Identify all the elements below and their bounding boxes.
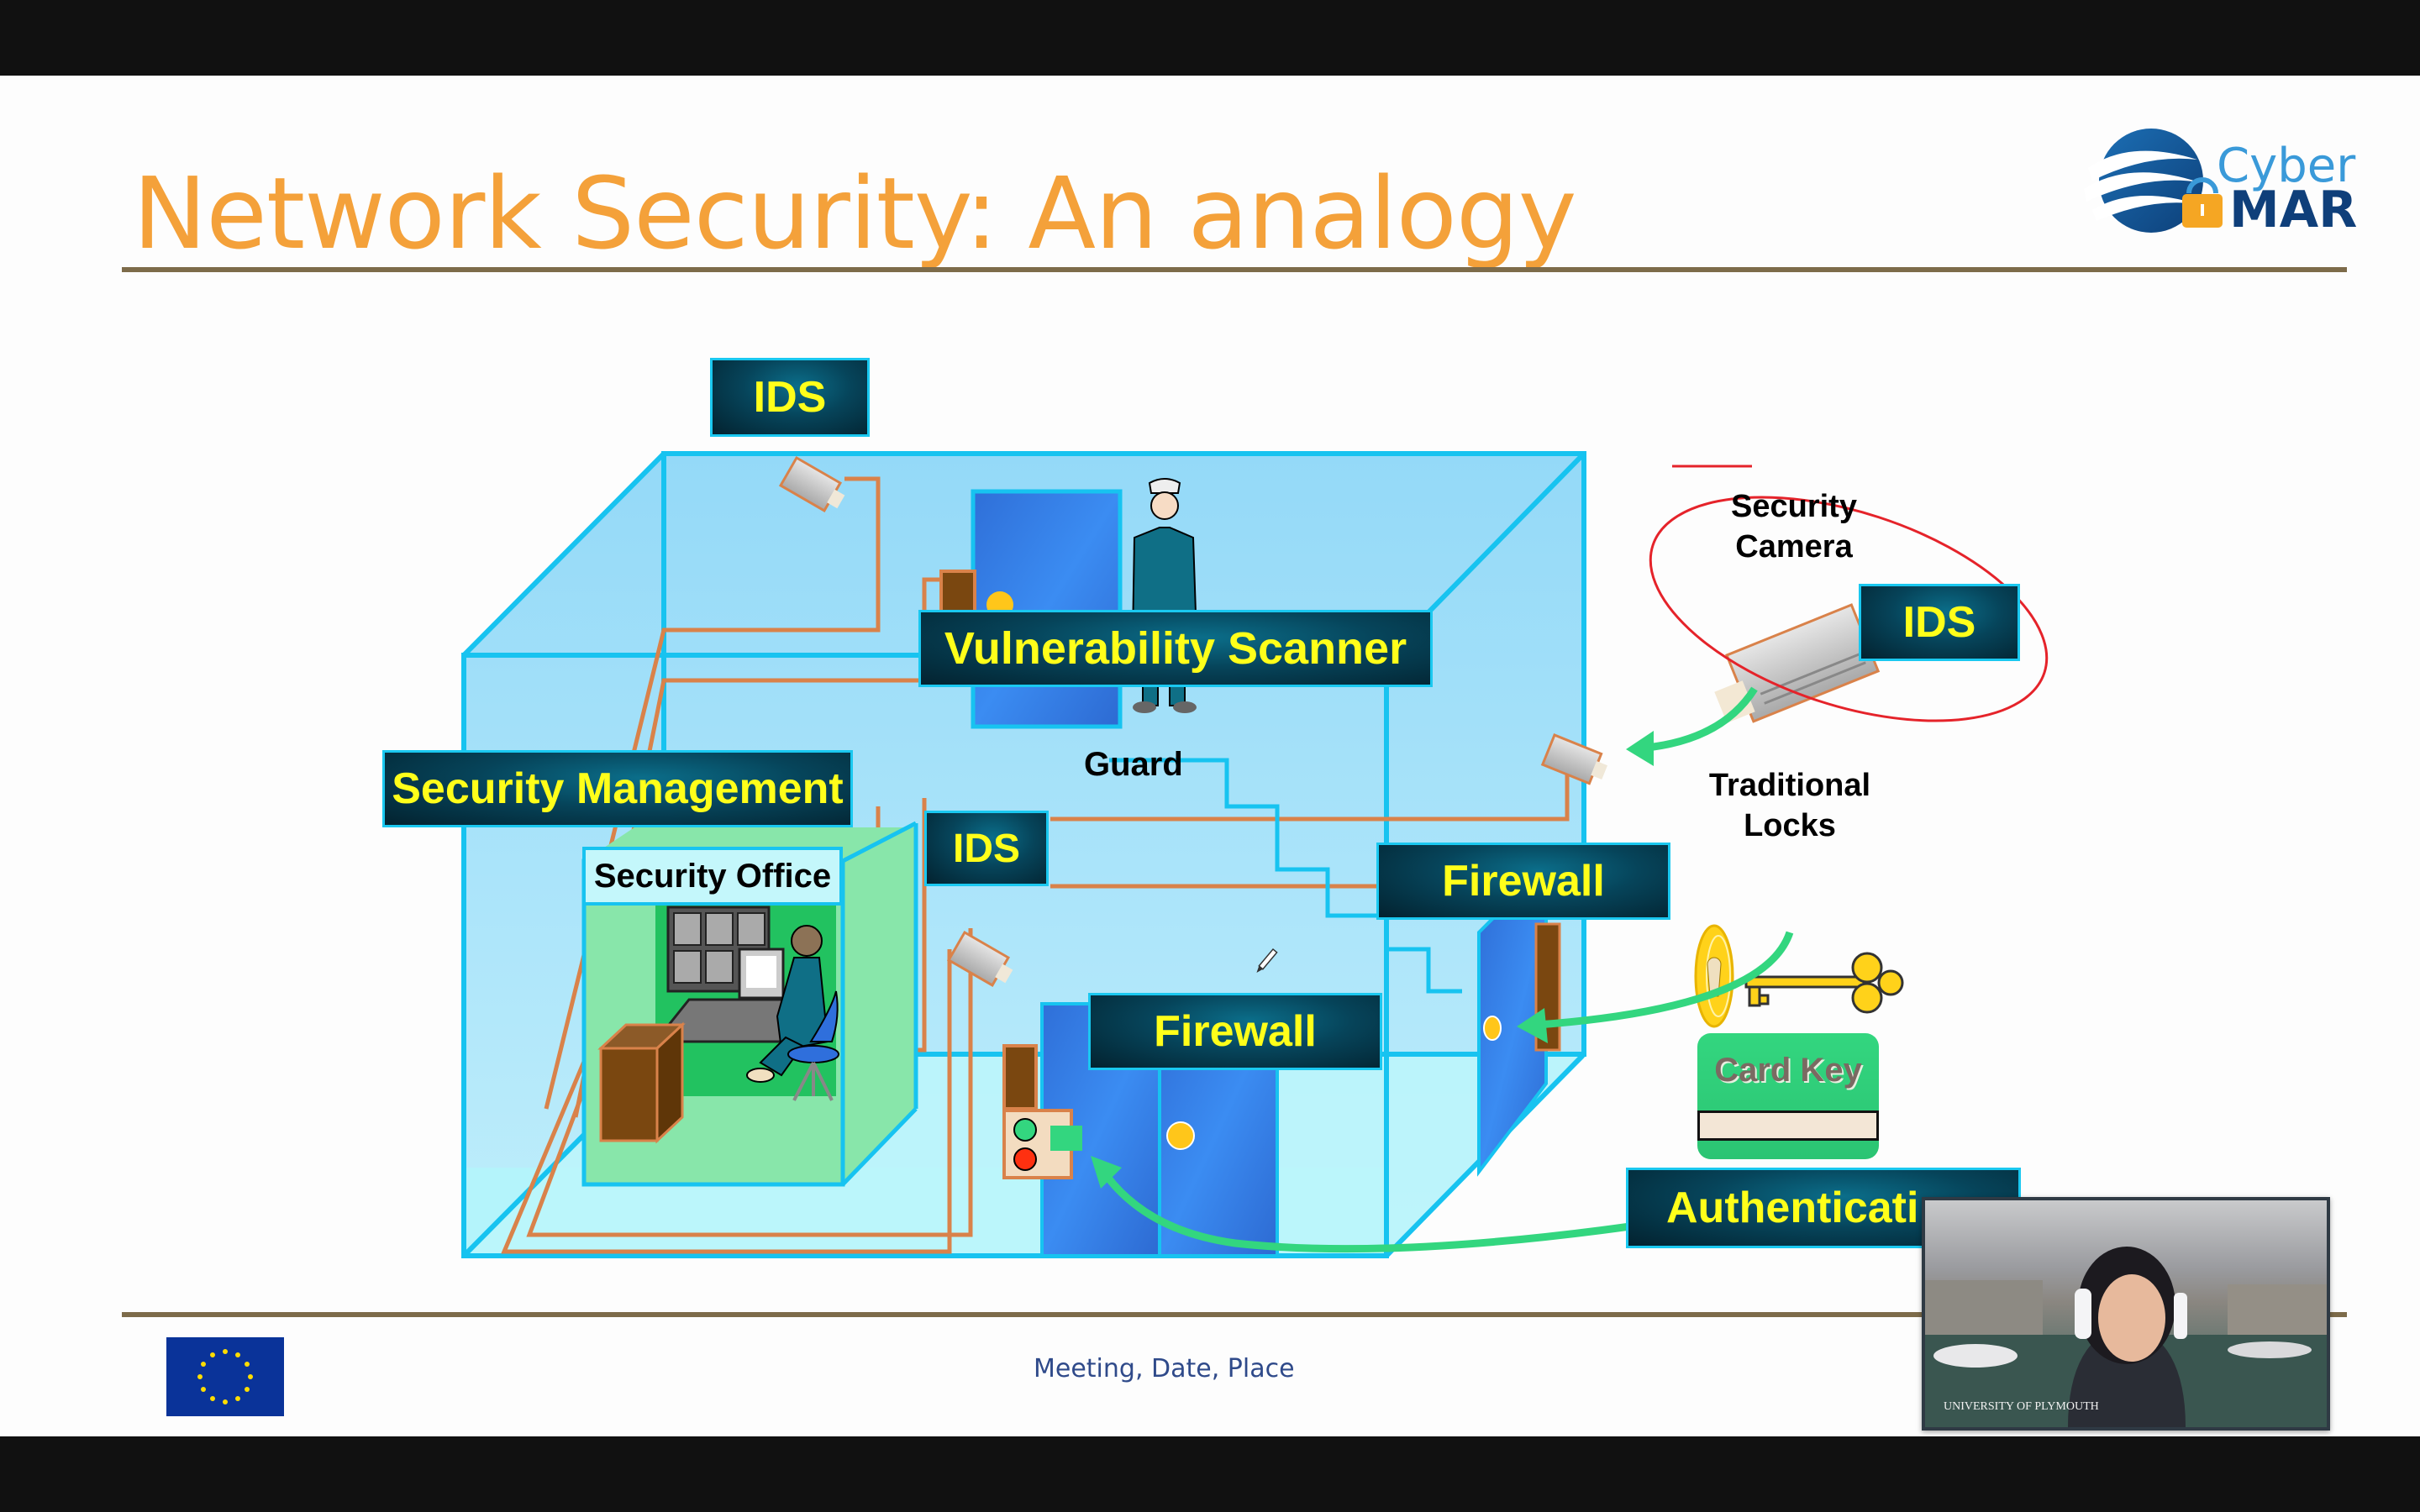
connection-arrows: [1097, 686, 1794, 1253]
traditional-locks-caption: Traditional Locks: [1689, 766, 1891, 846]
security-office-caption: Security Office: [593, 858, 832, 895]
logo-text-mar: MAR: [2229, 181, 2358, 239]
eu-stars-icon: [197, 1349, 253, 1404]
cybermar-logo: Cyber MAR: [2071, 122, 2357, 239]
security-office-sign: [582, 847, 843, 906]
slide-title: Network Security: An analogy: [133, 155, 1577, 271]
ids-label-camera: IDS: [1859, 584, 2020, 661]
side-door: [1477, 906, 1561, 1177]
webcam-background-logo: UNIVERSITY OF PLYMOUTH: [1944, 1400, 2099, 1413]
arrowheads: [1091, 731, 1654, 1189]
arrow-head-icon: [1091, 1156, 1122, 1189]
inserted-card: [1050, 1126, 1082, 1151]
pen-cursor-icon: [1256, 948, 1278, 973]
traditional-lock-icon: [1694, 924, 1734, 1028]
footer-meeting-info: Meeting, Date, Place: [1034, 1354, 1295, 1383]
card-key-label: Card Key: [1714, 1052, 1862, 1089]
camera-icon: [778, 455, 845, 512]
camera-icon: [1540, 733, 1608, 785]
card-key-icon: Card Key: [1697, 1033, 1879, 1159]
guard-cable: [1109, 758, 1378, 918]
security-camera-caption: Security Camera: [1706, 487, 1882, 567]
firewall-label-bottom: Firewall: [1088, 993, 1382, 1070]
title-divider: [122, 267, 2347, 272]
bottom-letterbox-bar: [0, 1436, 2420, 1512]
webcam-video-tile[interactable]: UNIVERSITY OF PLYMOUTH: [1922, 1197, 2330, 1431]
vulnerability-scanner-label: Vulnerability Scanner: [918, 610, 1433, 687]
security-camera-large-icon: [1714, 603, 1881, 723]
arrow-head-icon: [1517, 1008, 1548, 1043]
traditional-locks-caption-line1: Traditional: [1708, 768, 1871, 803]
side-door-knob: [1483, 1016, 1502, 1041]
security-camera-caption-line2: Camera: [1735, 528, 1853, 564]
traditional-locks-caption-line2: Locks: [1744, 807, 1836, 843]
security-camera-caption-line1: Security: [1731, 489, 1857, 524]
top-letterbox-bar: [0, 0, 2420, 76]
card-key-magnetic-stripe: [1697, 1110, 1879, 1141]
right-cable: [1386, 947, 1462, 994]
green-light-icon: [1013, 1118, 1037, 1142]
logo-text-cyber: Cyber: [2217, 139, 2356, 193]
eu-flag-icon: [166, 1337, 284, 1416]
ids-label-middle: IDS: [924, 811, 1049, 886]
card-reader-mount: [1002, 1044, 1038, 1110]
red-pen-annotation: [1649, 465, 2049, 722]
ids-label-top: IDS: [710, 358, 870, 437]
operator-figure: [746, 925, 829, 1083]
padlock-wave-icon: [2084, 129, 2223, 233]
front-door-knob: [1166, 1121, 1195, 1150]
office-chair: [787, 990, 839, 1101]
participant-video: [1925, 1247, 2327, 1427]
security-office-room: [581, 821, 918, 1187]
guard-caption: Guard: [1084, 746, 1183, 783]
security-management-label: Security Management: [382, 750, 853, 827]
server-cabinet: [597, 1021, 686, 1144]
back-door: [939, 489, 1123, 729]
firewall-label-right: Firewall: [1376, 843, 1670, 920]
arrow-head-icon: [1626, 731, 1654, 766]
presentation-slide: Network Security: An analogy Cyber MAR: [0, 76, 2420, 1436]
camera-icon: [946, 930, 1013, 987]
webcam-feed: UNIVERSITY OF PLYMOUTH: [1925, 1200, 2327, 1427]
red-light-icon: [1013, 1147, 1037, 1171]
footer-divider: [122, 1312, 2347, 1317]
